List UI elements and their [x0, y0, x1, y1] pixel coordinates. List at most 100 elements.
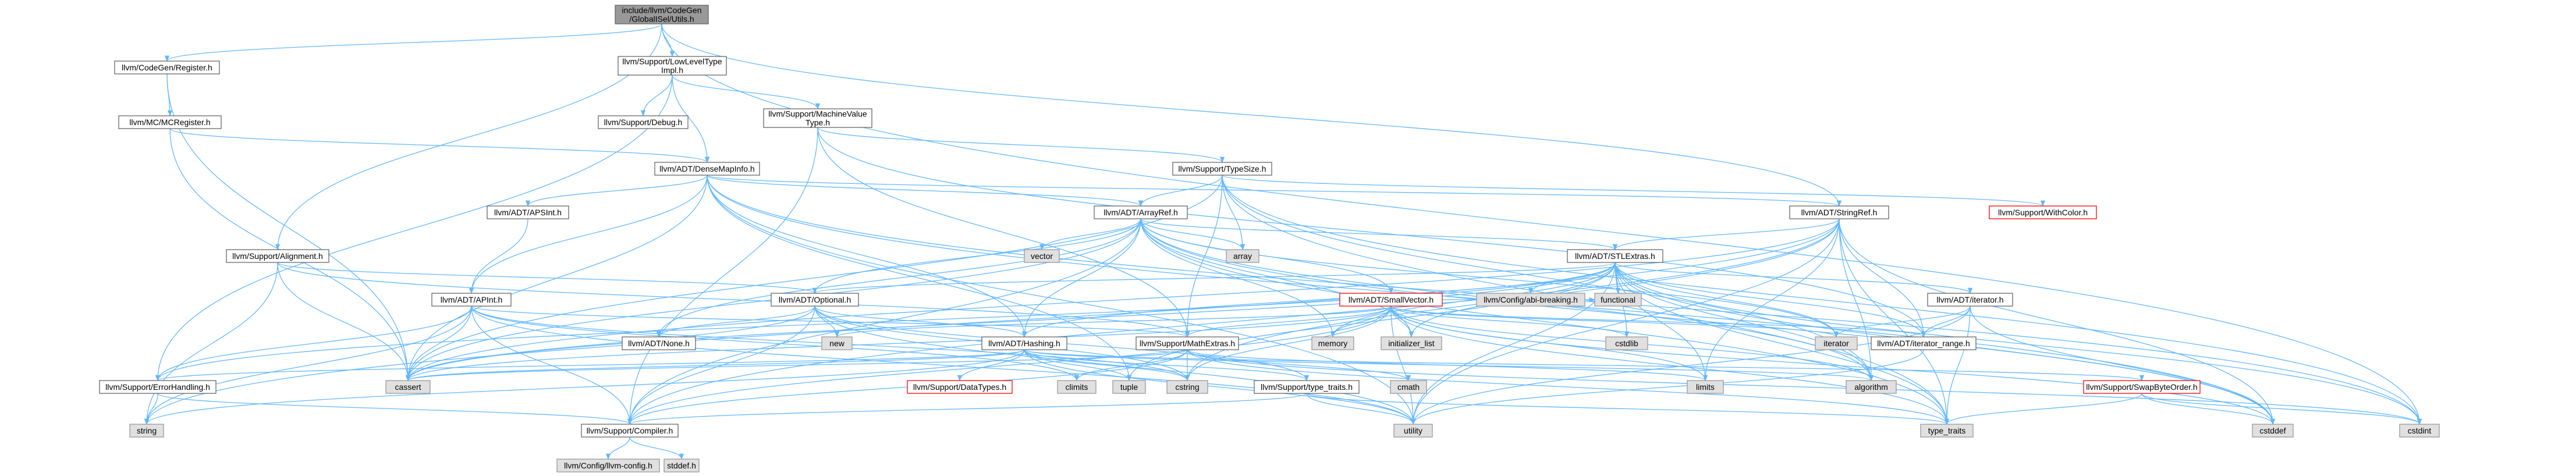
edge-root-to-alignment [275, 23, 662, 251]
node-stddef: stddef.h [663, 459, 700, 473]
edge-stlextras-to-utility [1410, 262, 1616, 425]
node-box-densemapinfo [654, 162, 760, 176]
node-iterrange[interactable]: llvm/ADT/iterator_range.h [1871, 336, 1977, 350]
node-label-densemapinfo: llvm/ADT/DenseMapInfo.h [659, 164, 754, 173]
edge-mathextras-to-cstdint [1187, 349, 2422, 425]
edge-typesize-to-array [1222, 175, 1246, 251]
edge-mathextras-to-cmath [1187, 349, 1411, 382]
edge-alignment-to-string [144, 262, 278, 425]
node-mathextras[interactable]: llvm/Support/MathExtras.h [1136, 336, 1239, 350]
edge-stringref-to-string [144, 218, 1840, 425]
edge-densemapinfo-to-apint [469, 175, 708, 294]
edge-layer [144, 23, 2422, 460]
node-errorhandling[interactable]: llvm/Support/ErrorHandling.h [99, 380, 217, 394]
node-label-cstring: cstring [1175, 382, 1199, 392]
node-box-typesize [1172, 162, 1272, 176]
node-box-adtiterator [1927, 293, 2013, 307]
node-layer: include/llvm/CodeGen/GlobalISel/Utils.h l… [99, 5, 2440, 473]
node-register[interactable]: llvm/CodeGen/Register.h [114, 61, 220, 74]
edge-stlextras-to-cstdint [1615, 262, 2422, 425]
node-withcolor[interactable]: llvm/Support/WithColor.h [1989, 205, 2097, 219]
edge-smallvector-to-mathextras [1184, 306, 1392, 338]
edge-stlextras-to-iterrange [1615, 262, 1926, 338]
node-optional[interactable]: llvm/ADT/Optional.h [771, 293, 859, 307]
node-label-algorithm: algorithm [1854, 382, 1888, 392]
node-box-register [114, 61, 220, 74]
edge-compiler-to-stddef [629, 436, 684, 460]
node-debug[interactable]: llvm/Support/Debug.h [598, 115, 689, 129]
edge-stlextras-to-adtiterator [1615, 262, 1972, 294]
node-label-compiler: llvm/Support/Compiler.h [587, 426, 673, 435]
edge-adtiterator-to-cstddef [1970, 306, 2276, 425]
node-box-mathextras [1136, 336, 1239, 350]
edge-root-to-cstdint [661, 23, 2422, 425]
node-cstdint: cstdint [2399, 424, 2440, 438]
node-box-swapbyteorder [2083, 380, 2201, 394]
edge-adtiterator-to-iterrange [1921, 306, 1971, 338]
edge-smallvector-to-cassert [406, 306, 1392, 382]
edge-stlextras-to-algorithm [1615, 262, 1874, 382]
node-box-cstring [1166, 380, 1208, 394]
edge-hashing-to-typetraits_llvm [1024, 349, 1309, 382]
edge-apint-to-climits [471, 306, 1080, 382]
edge-hashing-to-tuple [1024, 349, 1132, 382]
node-box-cstdlib [1605, 336, 1648, 350]
node-stlextras[interactable]: llvm/ADT/STLExtras.h [1567, 249, 1663, 263]
node-cstddef: cstddef [2252, 424, 2294, 438]
node-apsint[interactable]: llvm/ADT/APSInt.h [487, 205, 569, 219]
edge-hashing-to-string [144, 349, 1025, 425]
edge-adtiterator-to-utility [1410, 306, 1971, 425]
edge-typetraits_llvm-to-type_traits [1306, 393, 1949, 425]
node-box-alignment [226, 249, 329, 263]
node-box-smallvector [1339, 293, 1443, 307]
node-apint[interactable]: llvm/ADT/APInt.h [431, 293, 512, 307]
node-typetraits_llvm[interactable]: llvm/Support/type_traits.h [1254, 380, 1360, 394]
node-root[interactable]: include/llvm/CodeGen/GlobalISel/Utils.h [615, 5, 709, 24]
node-box-cmath [1390, 380, 1427, 394]
edge-alignment-to-optional [277, 262, 817, 294]
node-label-vector: vector [1031, 251, 1053, 261]
node-label-string: string [137, 426, 157, 435]
node-label-cassert: cassert [395, 382, 421, 392]
node-box-none [622, 336, 696, 350]
node-iterator: iterator [1815, 336, 1858, 350]
node-box-cstddef [2252, 424, 2294, 438]
edge-apint-to-errorhandling [155, 306, 472, 382]
node-hashing[interactable]: llvm/ADT/Hashing.h [981, 336, 1067, 350]
edge-apint-to-string [144, 306, 472, 425]
node-vector: vector [1024, 249, 1060, 263]
node-box-tuple [1112, 380, 1146, 394]
node-stringref[interactable]: llvm/ADT/StringRef.h [1789, 205, 1889, 219]
node-cmath: cmath [1390, 380, 1427, 394]
node-label-optional: llvm/ADT/Optional.h [779, 295, 851, 304]
node-adtiterator[interactable]: llvm/ADT/iterator.h [1927, 293, 2013, 307]
node-label-stddef: stddef.h [667, 461, 696, 470]
edge-densemapinfo-to-tuple [707, 175, 1132, 382]
node-smallvector[interactable]: llvm/ADT/SmallVector.h [1339, 293, 1443, 307]
edge-root-to-register [165, 23, 662, 62]
node-arrayref[interactable]: llvm/ADT/ArrayRef.h [1094, 205, 1188, 219]
node-densemapinfo[interactable]: llvm/ADT/DenseMapInfo.h [654, 162, 760, 176]
node-box-vector [1024, 249, 1060, 263]
node-typesize[interactable]: llvm/Support/TypeSize.h [1172, 162, 1272, 176]
node-label-stlextras: llvm/ADT/STLExtras.h [1575, 251, 1655, 261]
node-datatypes[interactable]: llvm/Support/DataTypes.h [907, 380, 1013, 394]
node-compiler[interactable]: llvm/Support/Compiler.h [581, 424, 679, 438]
edge-densemapinfo-to-apsint [525, 175, 708, 207]
node-mcregister[interactable]: llvm/MC/MCRegister.h [118, 115, 222, 129]
edge-optional-to-cassert [405, 306, 815, 382]
edge-optional-to-utility [814, 306, 1416, 425]
node-box-stlextras [1567, 249, 1663, 263]
edge-apint-to-utility [471, 306, 1416, 425]
node-label-lowlevel: Impl.h [661, 66, 683, 75]
edge-optional-to-hashing [814, 306, 1027, 338]
node-alignment[interactable]: llvm/Support/Alignment.h [226, 249, 329, 263]
edge-smallvector-to-utility [1390, 306, 1416, 425]
node-none[interactable]: llvm/ADT/None.h [622, 336, 696, 350]
node-label-utility: utility [1404, 426, 1422, 435]
node-swapbyteorder[interactable]: llvm/Support/SwapByteOrder.h [2083, 380, 2201, 394]
node-box-datatypes [907, 380, 1013, 394]
edge-smallvector-to-memory [1330, 306, 1392, 338]
